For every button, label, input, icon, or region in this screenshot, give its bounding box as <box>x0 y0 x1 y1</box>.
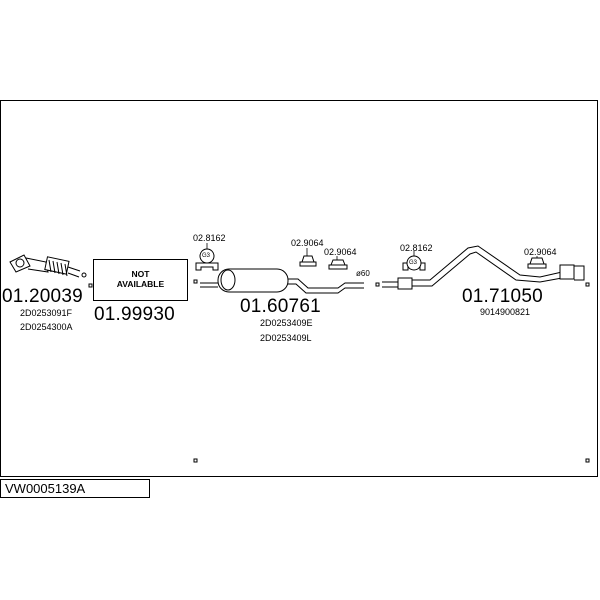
connector-marks <box>88 279 590 463</box>
part-number-1: 01.20039 <box>2 286 83 307</box>
middle-silencer-drawing <box>200 268 364 294</box>
clamp-label-2: 02.9064 <box>291 238 324 248</box>
rear-pipe-drawing <box>382 245 585 290</box>
clamp-label-4: 02.8162 <box>400 243 433 253</box>
leader-lines <box>206 243 538 260</box>
part-ref-3b: 2D0253409L <box>260 333 312 343</box>
part-ref-4a: 9014900821 <box>480 307 531 317</box>
clamp-5-drawing <box>527 257 547 269</box>
part-ref-1b: 2D0254300A <box>20 322 73 332</box>
clamp-badge: G3 <box>202 253 211 259</box>
diameter-label: ø60 <box>356 269 370 278</box>
part-ref-1a: 2D0253091F <box>20 308 73 318</box>
diagram-title: VW0005139A <box>0 479 150 498</box>
clamp-3-drawing <box>328 259 348 270</box>
part-number-4: 01.71050 <box>462 286 543 307</box>
part-ref-3a: 2D0253409E <box>260 318 313 328</box>
clamp-label-3: 02.9064 <box>324 247 357 257</box>
clamp-badge: G3 <box>409 260 418 266</box>
clamp-4-drawing <box>402 255 426 271</box>
front-pipe-drawing <box>9 254 87 278</box>
clamp-label-1: 02.8162 <box>193 233 226 243</box>
diagram-frame <box>0 100 598 477</box>
clamp-1-drawing <box>195 248 219 271</box>
clamp-2-drawing <box>299 255 317 267</box>
clamp-label-5: 02.9064 <box>524 247 557 257</box>
part-number-2: 01.99930 <box>94 304 175 325</box>
clamp-drawings <box>195 248 547 271</box>
part-number-3: 01.60761 <box>240 296 321 317</box>
